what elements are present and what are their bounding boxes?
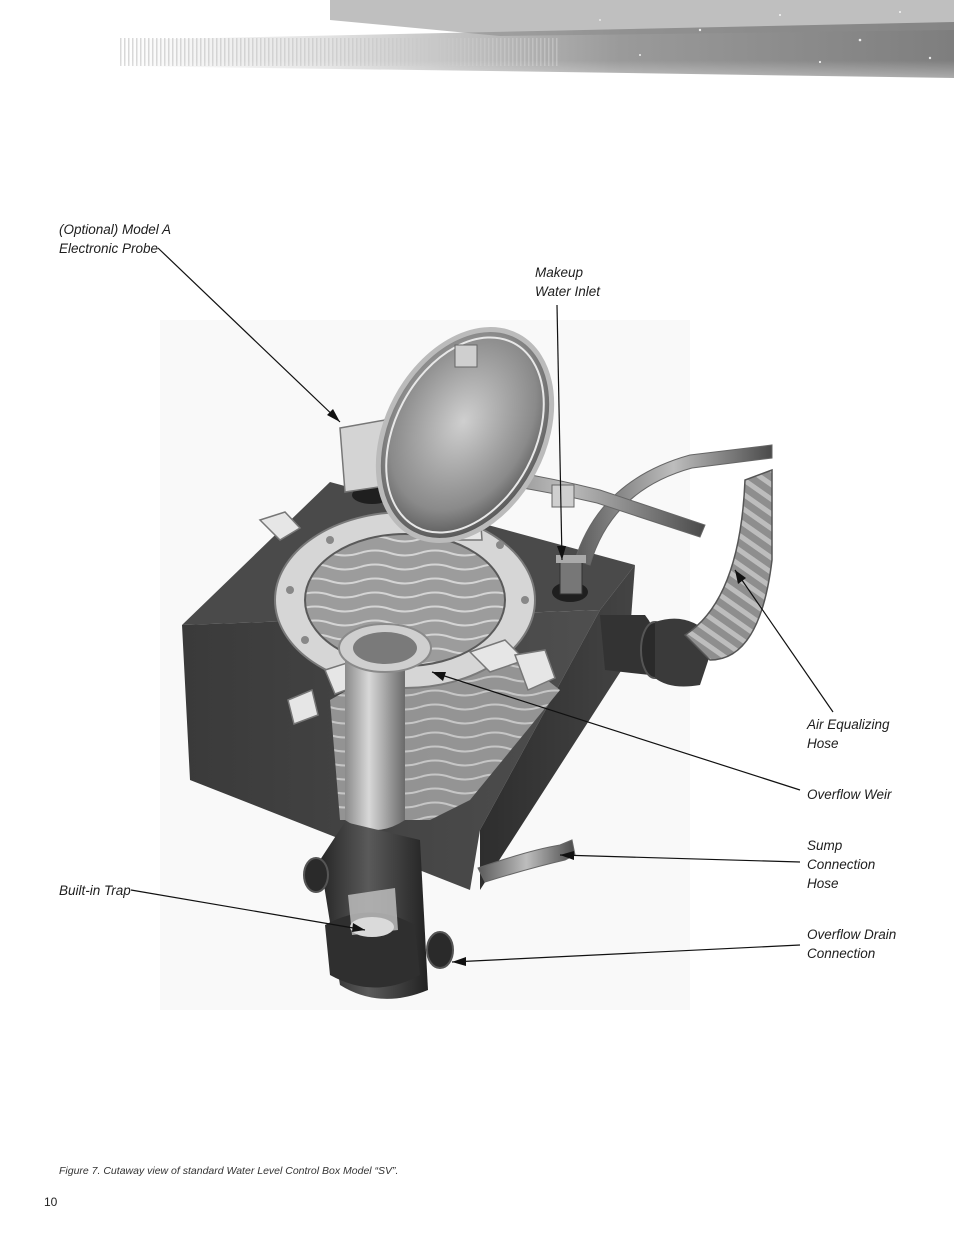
header-decorative-band — [0, 0, 954, 110]
callout-makeup-water-inlet: Makeup Water Inlet — [535, 265, 601, 299]
page-number: 10 — [44, 1195, 58, 1209]
leader-sump — [559, 854, 801, 863]
leader-trap — [130, 889, 366, 931]
callout-electronic-probe: (Optional) Model A Electronic Probe — [59, 222, 172, 256]
leader-drain — [451, 944, 801, 963]
callout-built-in-trap: Built-in Trap — [59, 883, 131, 898]
leader-makeup — [556, 304, 563, 561]
callout-air-equalizing-hose: Air Equalizing Hose — [807, 717, 890, 751]
leader-weir — [431, 671, 801, 791]
figure-caption: Figure 7. Cutaway view of standard Water… — [59, 1165, 399, 1177]
leader-probe — [157, 247, 341, 423]
leader-air-hose — [734, 569, 834, 713]
callout-sump-connection-hose: Sump Connection Hose — [807, 838, 876, 891]
callout-overflow-weir: Overflow Weir — [807, 787, 892, 802]
callout-overflow-drain-connection: Overflow Drain Connection — [807, 927, 897, 961]
